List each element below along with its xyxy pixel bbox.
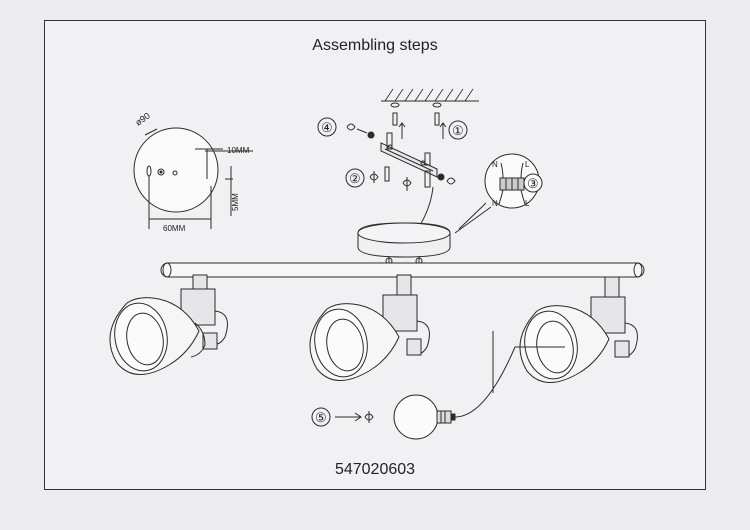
light-bulb [393,331,516,440]
dim-10mm: 10MM [227,146,250,155]
supply-cable [418,186,434,228]
diameter-label: ø90 [133,111,151,128]
step-1: ① [448,120,468,140]
step-4: ④ [317,117,375,139]
canopy [357,222,451,265]
step-2: ② [345,166,456,191]
svg-text:③: ③ [527,176,539,191]
wiring-terminal: N L N L [454,153,540,234]
svg-text:①: ① [452,123,464,138]
spotlight-center [309,274,430,381]
svg-text:④: ④ [321,120,333,135]
spotlight-left [109,274,228,375]
svg-text:⑤: ⑤ [315,410,327,425]
ceiling [381,88,479,139]
step-3: ③ [523,173,543,193]
spotlight-right [515,276,638,383]
svg-text:②: ② [349,171,361,186]
n-top-label: N [492,160,498,169]
l-top-label: L [525,160,530,169]
mounting-bracket [380,132,438,188]
mounting-template: ø90 10MM 5MM 60MM [133,111,253,233]
model-number: 547020603 [334,461,416,478]
page-title: Assembling steps [312,37,438,54]
n-bottom-label: N [492,199,498,208]
l-bottom-label: L [525,199,530,208]
step-5: ⑤ [311,407,374,427]
dim-60mm: 60MM [163,224,186,233]
instruction-sheet: Assembling steps ø90 10MM 5MM 60MM [44,20,706,490]
dim-5mm: 5MM [231,193,240,211]
